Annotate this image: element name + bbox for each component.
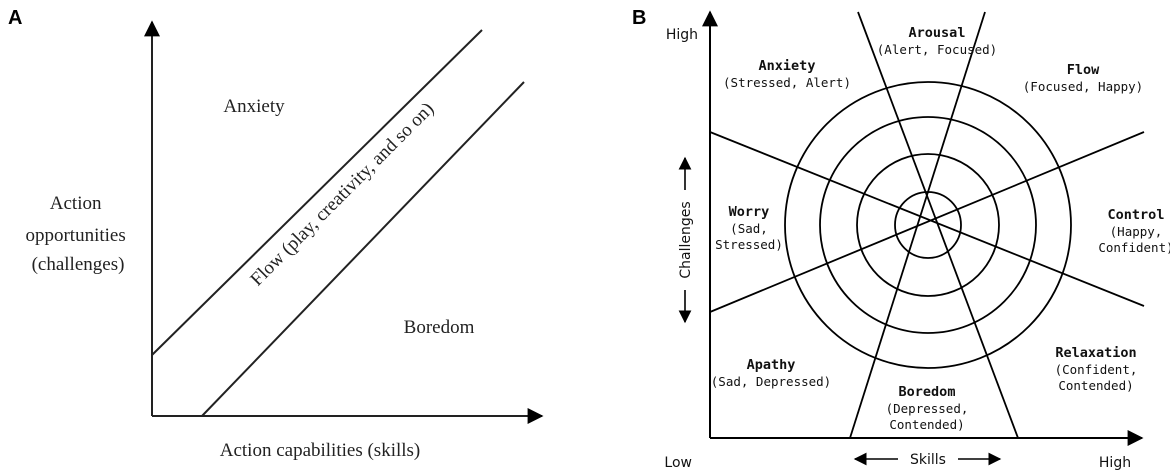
panel-b-letter: B: [632, 7, 646, 29]
panel-b-x-high-label: High: [1099, 455, 1131, 471]
region-anxiety-desc: (Stressed, Alert): [723, 75, 851, 90]
region-relaxation-desc-1: (Confident,: [1055, 362, 1138, 377]
divider-arousal-left: [857, 11, 1019, 439]
region-worry: Worry (Sad, Stressed): [715, 204, 783, 252]
region-worry-desc-1: (Sad,: [730, 221, 768, 236]
region-anxiety: Anxiety (Stressed, Alert): [723, 58, 851, 90]
panel-a-x-axis-label: Action capabilities (skills): [220, 440, 421, 461]
circle-ring-4: [784, 81, 1072, 369]
region-relaxation-desc-2: Contended): [1058, 378, 1133, 393]
panel-a-y-axis-label: Action opportunities (challenges): [25, 193, 130, 275]
flow-channel-label: Flow (play, creativity, and so on): [246, 98, 438, 290]
region-flow-name: Flow: [1067, 62, 1100, 78]
region-apathy: Apathy (Sad, Depressed): [711, 357, 831, 389]
region-dividers: [709, 11, 1145, 439]
skills-label-background: [898, 450, 958, 468]
region-boredom-desc-1: (Depressed,: [886, 401, 969, 416]
region-anxiety-label: Anxiety: [223, 96, 285, 117]
region-boredom: Boredom (Depressed, Contended): [886, 384, 969, 432]
region-control: Control (Happy, Confident): [1098, 207, 1170, 255]
region-flow-desc: (Focused, Happy): [1023, 79, 1143, 94]
challenges-label-background: [677, 190, 693, 290]
panel-a: A Action opportunities (challenges) Acti…: [8, 7, 544, 461]
circle-ring-2: [856, 153, 1000, 297]
region-relaxation: Relaxation (Confident, Contended): [1055, 345, 1138, 393]
region-worry-desc-2: Stressed): [715, 237, 783, 252]
region-flow: Flow (Focused, Happy): [1023, 62, 1143, 94]
challenges-axis-label: Challenges: [678, 201, 694, 278]
concentric-circles: [784, 81, 1072, 369]
region-control-desc-2: Confident): [1098, 240, 1170, 255]
region-apathy-name: Apathy: [747, 357, 796, 373]
circle-ring-1: [894, 191, 962, 259]
region-control-desc-1: (Happy,: [1110, 224, 1163, 239]
circle-ring-3: [819, 116, 1037, 334]
region-labels: Arousal (Alert, Focused) Flow (Focused, …: [711, 25, 1170, 432]
flow-channel-upper-boundary: [151, 29, 483, 356]
panel-a-letter: A: [8, 7, 22, 29]
region-boredom-desc-2: Contended): [889, 417, 964, 432]
region-boredom-name: Boredom: [899, 384, 956, 400]
divider-worry-upper: [709, 131, 1145, 307]
region-apathy-desc: (Sad, Depressed): [711, 374, 831, 389]
region-worry-name: Worry: [729, 204, 770, 220]
region-relaxation-name: Relaxation: [1055, 345, 1136, 361]
region-arousal-desc: (Alert, Focused): [877, 42, 997, 57]
skills-axis-label: Skills: [910, 452, 946, 468]
region-control-name: Control: [1108, 207, 1165, 223]
divider-worry-lower: [709, 131, 1145, 313]
region-anxiety-name: Anxiety: [759, 58, 816, 74]
flow-channel-lower-boundary: [201, 81, 525, 417]
region-boredom-label: Boredom: [404, 317, 475, 338]
region-arousal: Arousal (Alert, Focused): [877, 25, 997, 57]
region-arousal-name: Arousal: [909, 25, 966, 41]
panel-b-y-high-label: High: [666, 27, 698, 43]
panel-b-x-low-label: Low: [664, 455, 692, 471]
panel-b: B High Low High Challenges Skills: [632, 7, 1170, 471]
